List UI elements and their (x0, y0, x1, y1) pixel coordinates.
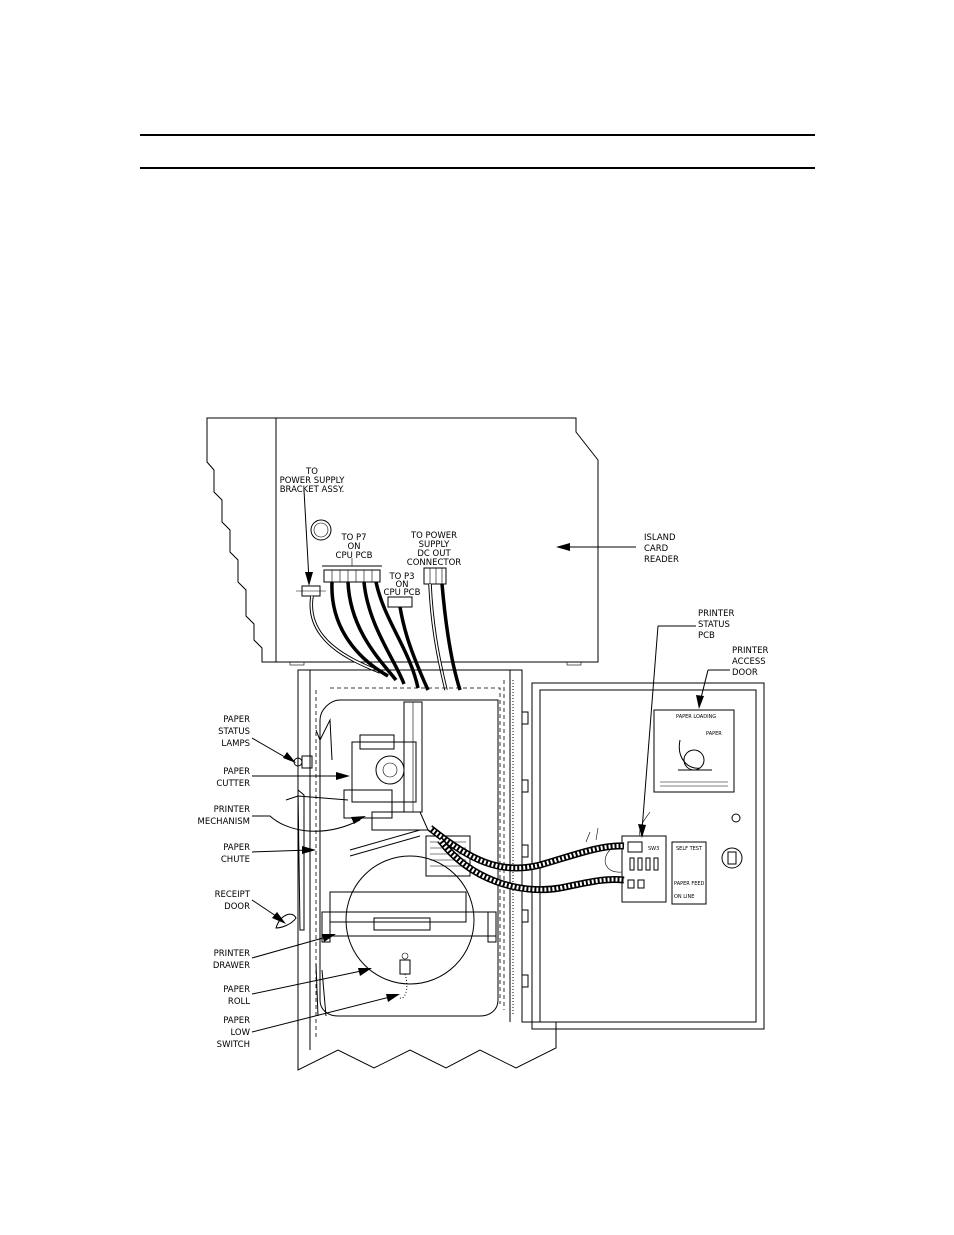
svg-text:ROLL: ROLL (228, 997, 250, 1007)
label-paper-cutter: PAPER CUTTER (216, 767, 250, 789)
svg-text:CONNECTOR: CONNECTOR (407, 558, 462, 568)
paper-feed-text: PAPER FEED (674, 881, 705, 887)
label-paper-roll: PAPER ROLL (223, 985, 250, 1007)
svg-text:READER: READER (644, 555, 679, 565)
label-island-card-reader: ISLAND CARD READER (644, 533, 679, 565)
printer-cabinet (297, 669, 557, 1071)
pcb-button-panel: SELF TEST PAPER FEED ON LINE (671, 841, 707, 905)
paper-label-text: PAPER (706, 731, 722, 737)
paper-low-switch-part (399, 952, 411, 999)
svg-text:PCB: PCB (698, 631, 715, 641)
svg-text:PRINTER: PRINTER (732, 646, 768, 656)
leader-lines (251, 489, 730, 1033)
svg-text:PAPER: PAPER (223, 985, 250, 995)
svg-text:ISLAND: ISLAND (644, 533, 676, 543)
door-lock (721, 813, 743, 869)
printer-status-pcb-board: SW3 (621, 835, 667, 903)
self-test-text: SELF TEST (676, 846, 703, 852)
svg-text:DC OUT: DC OUT (417, 549, 451, 559)
label-paper-status-lamps: PAPER STATUS LAMPS (218, 715, 250, 749)
label-to-power-supply-dc: TO POWER SUPPLY DC OUT CONNECTOR (407, 531, 462, 568)
svg-text:CHUTE: CHUTE (221, 855, 250, 865)
svg-text:POWER SUPPLY: POWER SUPPLY (280, 476, 346, 486)
cpu-p7-connector (322, 565, 382, 583)
label-to-power-supply-bracket: TO POWER SUPPLY BRACKET ASSY. (280, 467, 346, 495)
cable-bundle (309, 581, 462, 691)
svg-text:CPU PCB: CPU PCB (336, 551, 373, 561)
svg-text:MECHANISM: MECHANISM (198, 817, 250, 827)
svg-text:SUPPLY: SUPPLY (419, 540, 450, 550)
svg-text:RECEIPT: RECEIPT (215, 890, 251, 900)
sw3-text: SW3 (648, 846, 659, 852)
printer-frame (319, 687, 501, 1017)
label-receipt-door: RECEIPT DOOR (215, 890, 251, 912)
top-rule-lower (140, 167, 815, 169)
label-printer-mechanism: PRINTER MECHANISM (198, 805, 251, 827)
label-to-p3: TO P3 ON CPU PCB (384, 572, 421, 598)
label-printer-status-pcb: PRINTER STATUS PCB (698, 609, 734, 641)
svg-text:PAPER: PAPER (223, 843, 250, 853)
svg-text:STATUS: STATUS (218, 727, 250, 737)
paper-loading-label: PAPER LOADING PAPER (653, 709, 735, 793)
svg-text:TO P7: TO P7 (340, 533, 366, 543)
label-printer-access-door: PRINTER ACCESS DOOR (732, 646, 768, 678)
island-card-reader-housing (206, 417, 599, 666)
svg-text:DRAWER: DRAWER (213, 961, 250, 971)
svg-text:DOOR: DOOR (732, 668, 758, 678)
svg-text:PRINTER: PRINTER (214, 805, 250, 815)
svg-text:BRACKET ASSY.: BRACKET ASSY. (280, 485, 345, 495)
svg-text:PRINTER: PRINTER (214, 949, 250, 959)
svg-text:CUTTER: CUTTER (216, 779, 250, 789)
svg-text:PAPER: PAPER (223, 767, 250, 777)
cpu-p3-connector (387, 596, 413, 608)
svg-text:CPU PCB: CPU PCB (384, 588, 421, 598)
svg-text:CARD: CARD (644, 544, 669, 554)
paper-roll-part (315, 855, 497, 1017)
svg-text:PAPER: PAPER (223, 715, 250, 725)
svg-text:TO P3: TO P3 (388, 572, 414, 582)
svg-text:PAPER: PAPER (223, 1016, 250, 1026)
svg-text:TO POWER: TO POWER (410, 531, 457, 541)
svg-text:PRINTER: PRINTER (698, 609, 734, 619)
svg-text:LAMPS: LAMPS (221, 739, 250, 749)
svg-text:ON: ON (347, 542, 360, 552)
printer-mechanism-block (315, 701, 429, 831)
svg-text:SWITCH: SWITCH (217, 1040, 250, 1050)
paper-loading-text: PAPER LOADING (676, 714, 716, 720)
svg-text:STATUS: STATUS (698, 620, 730, 630)
label-to-p7: TO P7 ON CPU PCB (336, 533, 373, 561)
dc-out-connector (423, 567, 447, 585)
paper-chute-plate (285, 788, 421, 931)
bracket-connector (296, 585, 326, 597)
svg-text:LOW: LOW (230, 1028, 250, 1038)
svg-text:ACCESS: ACCESS (732, 657, 766, 667)
label-paper-chute: PAPER CHUTE (221, 843, 250, 865)
svg-text:ON: ON (395, 580, 408, 590)
on-line-text: ON LINE (674, 894, 694, 900)
label-paper-low-switch: PAPER LOW SWITCH (217, 1016, 251, 1050)
printer-access-door-panel (521, 682, 765, 1030)
paper-status-lamps-part (293, 755, 313, 769)
label-printer-drawer: PRINTER DRAWER (213, 949, 250, 971)
svg-text:DOOR: DOOR (224, 902, 250, 912)
svg-text:TO: TO (305, 467, 318, 477)
top-rule-upper (140, 134, 815, 136)
